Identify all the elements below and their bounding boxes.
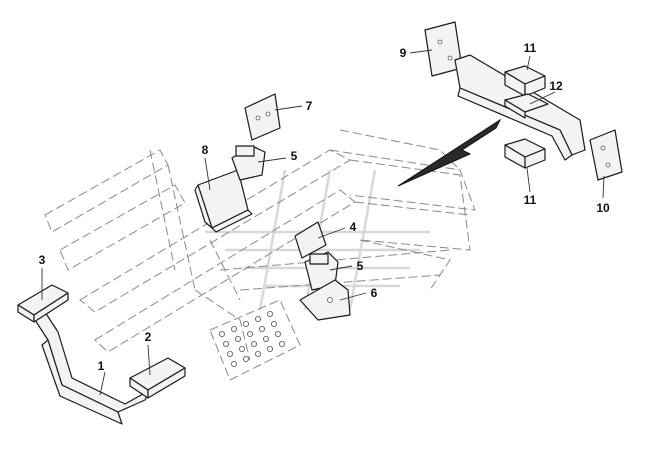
part-4-bracket xyxy=(294,221,327,259)
callout-5-lower: 5 xyxy=(357,259,364,273)
perforation-hole xyxy=(246,330,253,337)
perforation-hole xyxy=(254,315,261,322)
callout-7: 7 xyxy=(306,99,313,113)
perforation-hole xyxy=(278,340,285,347)
perforation-hole xyxy=(242,355,249,362)
perforation-hole xyxy=(242,320,249,327)
perforation-hole xyxy=(266,345,273,352)
perforation-hole xyxy=(266,310,273,317)
perforation-hole xyxy=(250,340,257,347)
part-11-pad-lower xyxy=(504,138,546,169)
assembly-arrow-icon xyxy=(397,118,502,187)
callout-5-upper: 5 xyxy=(291,149,298,163)
leader-lines xyxy=(41,49,605,396)
perforation-hole xyxy=(230,360,237,367)
perforation-hole xyxy=(226,350,233,357)
perforation-hole xyxy=(230,325,237,332)
callout-4: 4 xyxy=(350,220,357,234)
part-5-rubber-mount-lower xyxy=(304,251,339,291)
part-10-plate xyxy=(589,129,623,181)
callout-11-lower: 11 xyxy=(524,193,537,207)
callout-8: 8 xyxy=(202,143,209,157)
chassis-frame-outline xyxy=(44,129,476,361)
perforation-hole xyxy=(222,340,229,347)
perforation-hole xyxy=(254,350,261,357)
callout-labels: 1 2 3 4 5 5 6 7 8 9 10 11 11 12 xyxy=(39,41,610,373)
perforation-hole xyxy=(270,320,277,327)
part-7-plate xyxy=(244,93,281,141)
perforation-hole xyxy=(218,330,225,337)
part-6-bracket xyxy=(299,279,351,321)
perforation-hole xyxy=(262,335,269,342)
part-3-step-pad xyxy=(17,284,69,323)
part-8-bracket xyxy=(194,169,253,233)
callout-1: 1 xyxy=(98,359,105,373)
callout-9: 9 xyxy=(400,46,407,60)
perforation-hole xyxy=(234,335,241,342)
perforated-plate xyxy=(209,299,301,381)
perforation-hole xyxy=(238,345,245,352)
part-5-rubber-mount-upper xyxy=(231,145,266,181)
perforation-hole xyxy=(258,325,265,332)
callout-3: 3 xyxy=(39,253,46,267)
part-1-step-frame xyxy=(34,311,151,425)
callout-11-upper: 11 xyxy=(524,41,537,55)
callout-10: 10 xyxy=(596,201,610,215)
perforation-hole xyxy=(274,330,281,337)
part-2-step-pad xyxy=(129,357,186,399)
callout-12: 12 xyxy=(549,79,563,93)
callout-2: 2 xyxy=(145,330,152,344)
callout-6: 6 xyxy=(371,286,378,300)
part-12-pad xyxy=(504,93,549,119)
